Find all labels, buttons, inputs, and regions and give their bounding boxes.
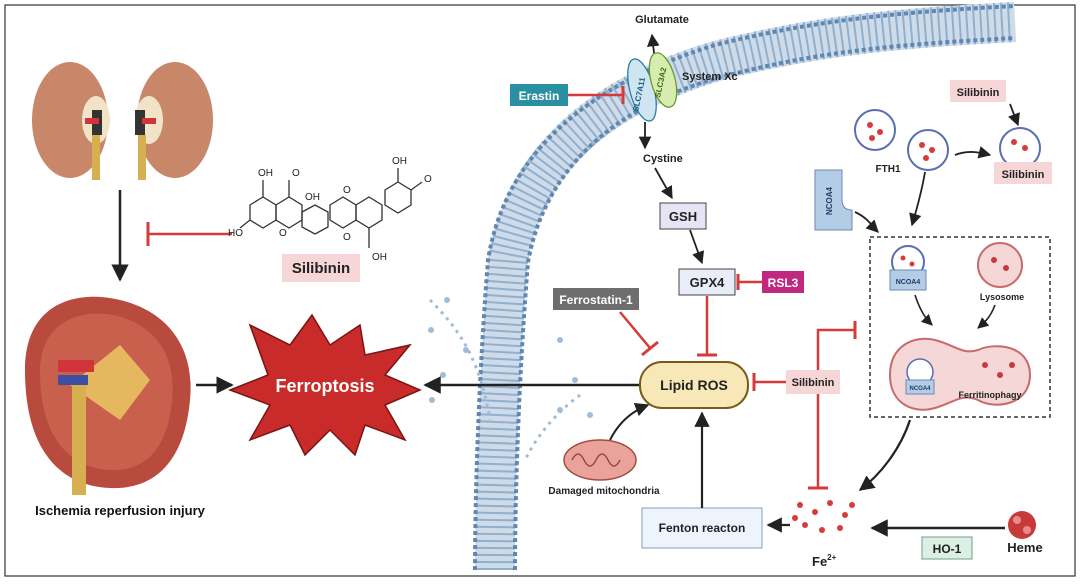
heme-label: Heme (1007, 540, 1042, 555)
silibinin-structure-labels: OH HO O OH O O O OH OH O (228, 156, 432, 263)
svg-text:O: O (292, 168, 300, 179)
lysosome-image (977, 242, 1023, 288)
ncoa4-left-label: NCOA4 (825, 186, 834, 215)
gpx4-label: GPX4 (690, 275, 725, 290)
arrow-ferritin-to-silibinin (954, 146, 992, 159)
fe-label: Fe2+ (812, 553, 837, 569)
arrow-ferritinophagy-to-fe (858, 419, 912, 491)
ncoa4-protein (814, 169, 853, 231)
fenton-box (641, 507, 763, 549)
erastin-label: Erastin (519, 89, 560, 103)
inhibit-silibinin-ferritinophagy (816, 328, 855, 370)
svg-text:OH: OH (305, 192, 320, 203)
arrow-ncoa4-to-fusion (914, 294, 933, 326)
gpx4-box (678, 268, 736, 296)
silibinin-structure (239, 168, 423, 248)
ncoa4-fusion-label: NCOA4 (909, 386, 931, 392)
ferritinophagy-label: Ferritinophagy (958, 390, 1021, 400)
arrow-cystine-to-gsh (654, 167, 673, 200)
ncoa4-box-label: NCOA4 (896, 279, 921, 286)
inhibit-ferrostatin (619, 311, 651, 349)
erastin-box (510, 84, 568, 106)
injured-kidney-image (25, 296, 191, 495)
slc3a2-transporter (648, 52, 678, 108)
ferroptosis-burst (227, 313, 422, 457)
ferritinophagy-region (869, 236, 1051, 418)
svg-text:OH: OH (258, 168, 273, 179)
arrow-silibinin-to-vesicle (1008, 103, 1020, 127)
cell-membrane (428, 2, 1017, 571)
svg-text:O: O (343, 232, 351, 243)
lipid-fragments (428, 297, 593, 418)
silibinin-vesicle-label: Silibinin (1002, 169, 1045, 181)
kidney-pair-image (32, 62, 213, 180)
glutamate-label: Glutamate (635, 14, 689, 26)
ferroptosis-label: Ferroptosis (275, 376, 374, 396)
silibinin-vesicle-box (994, 162, 1052, 184)
ferrostatin-box (553, 288, 639, 310)
lipid-ros-node (639, 361, 749, 409)
damaged-mito-label: Damaged mitochondria (548, 486, 660, 497)
svg-text:OH: OH (392, 156, 407, 167)
silibinin-top-label: Silibinin (957, 87, 1000, 99)
svg-text:O: O (279, 228, 287, 239)
rsl3-label: RSL3 (768, 276, 799, 290)
ischemia-label: Ischemia reperfusion injury (35, 503, 206, 518)
system-xc-label: System Xc- (682, 70, 741, 83)
silibinin-main-box (282, 254, 360, 282)
svg-text:OH: OH (372, 252, 387, 263)
gsh-label: GSH (669, 209, 697, 224)
silibinin-main-label: Silibinin (292, 260, 350, 277)
ferritin-vesicles (854, 109, 949, 171)
arrow-mito-to-lipidros (609, 402, 650, 441)
silibinin-center-label: Silibinin (792, 377, 835, 389)
mitochondria-image (563, 439, 637, 481)
fth1-label: FTH1 (876, 164, 901, 175)
iron-cluster (792, 500, 855, 533)
svg-text:HO: HO (228, 228, 243, 239)
svg-text:O: O (424, 174, 432, 185)
ncoa4-box (889, 269, 927, 291)
ho1-box (921, 536, 973, 560)
arrow-ferritin-to-box (909, 171, 926, 227)
arrow-gsh-to-gpx4 (689, 229, 705, 265)
ferrostatin-label: Ferrostatin-1 (559, 293, 633, 307)
gsh-box (659, 202, 707, 230)
silibinin-center-box (786, 370, 840, 394)
cystine-label: Cystine (643, 153, 683, 165)
rsl3-box (762, 271, 804, 293)
heme-image (1008, 511, 1036, 539)
svg-text:O: O (343, 185, 351, 196)
fenton-label: Fenton reacton (659, 521, 746, 535)
arrow-lysosome-to-fusion (977, 304, 996, 329)
ho1-label: HO-1 (933, 542, 962, 556)
silibinin-top-box (950, 80, 1006, 102)
lysosome-label: Lysosome (980, 292, 1024, 302)
lipid-ros-label: Lipid ROS (660, 377, 728, 393)
arrow-ncoa4-to-box (854, 211, 879, 233)
